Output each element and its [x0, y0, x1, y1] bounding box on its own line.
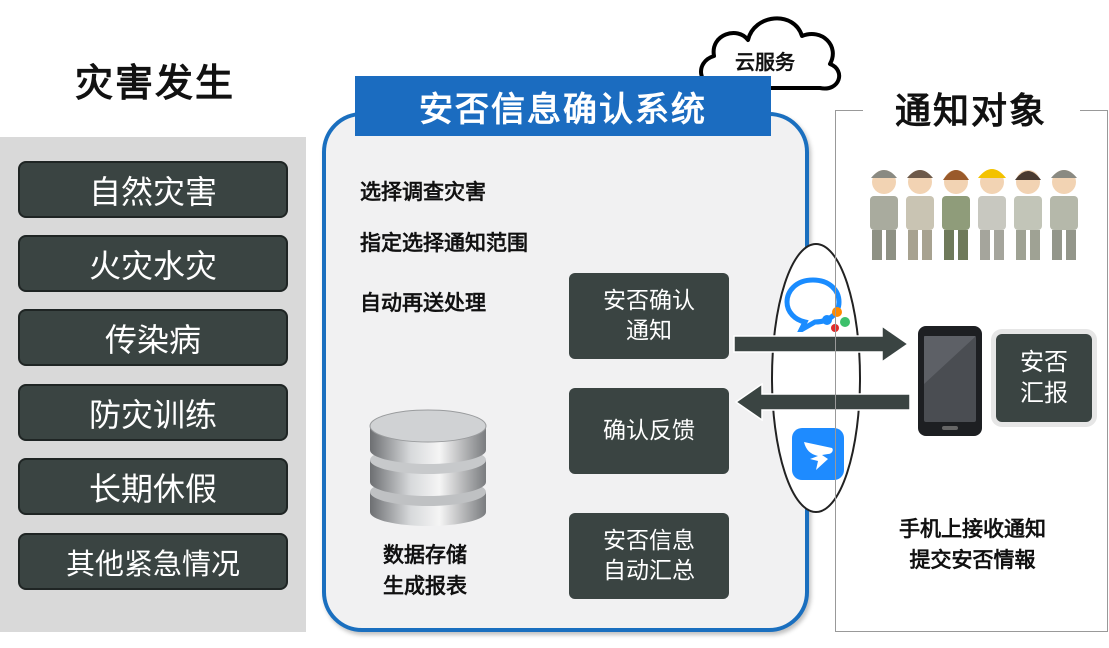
feature-auto-resend: 自动再送处理 [360, 291, 486, 315]
cloud-label: 云服务 [735, 50, 795, 74]
notify-frame [835, 110, 1108, 632]
flow-arrows [733, 324, 911, 422]
cloud-icon [699, 16, 842, 91]
notify-caption-line1: 手机上接收通知 [899, 517, 1046, 541]
report-box: 安否 汇报 [996, 334, 1092, 422]
dingtalk-icon [792, 428, 844, 480]
feature-select-disaster: 选择调查灾害 [360, 180, 486, 204]
notify-frame-top-left [835, 110, 863, 111]
notify-frame-top-right [1080, 110, 1108, 111]
notify-box-line1: 安否确认 [603, 288, 695, 314]
disaster-item-other: 其他紧急情况 [18, 533, 288, 590]
disaster-title: 灾害发生 [74, 61, 235, 105]
summary-box-line1: 安否信息 [603, 528, 695, 554]
disaster-item-fire-flood: 火灾水灾 [18, 235, 288, 292]
report-box-line2: 汇报 [1020, 379, 1068, 407]
db-caption-line1: 数据存储 [383, 543, 467, 567]
report-box-line1: 安否 [1020, 348, 1068, 376]
feedback-box: 确认反馈 [569, 388, 729, 474]
disaster-item-drill: 防灾训练 [18, 384, 288, 441]
notify-box: 安否确认 通知 [569, 273, 729, 359]
feedback-box-line1: 确认反馈 [603, 418, 695, 444]
smartphone-icon [918, 326, 982, 436]
feature-notify-range: 指定选择通知范围 [360, 231, 528, 255]
db-caption-line2: 生成报表 [383, 574, 467, 598]
database-icon [369, 409, 487, 526]
feedback-arrow [734, 382, 911, 422]
worker-figure [870, 170, 898, 260]
db-caption: 数据存储 生成报表 [360, 540, 490, 602]
notify-caption-line2: 提交安否情報 [909, 548, 1036, 572]
notify-arrow [733, 324, 910, 364]
disaster-item-epidemic: 传染病 [18, 309, 288, 366]
summary-box: 安否信息 自动汇总 [569, 513, 729, 599]
system-title: 安否信息确认系统 [355, 76, 771, 136]
workers-group-icon [870, 169, 1078, 260]
summary-box-line2: 自动汇总 [603, 558, 695, 584]
notify-title: 通知对象 [868, 82, 1074, 134]
disaster-item-natural: 自然灾害 [18, 161, 288, 218]
notify-box-line2: 通知 [626, 318, 672, 344]
chat-app-icon [784, 277, 850, 332]
disaster-item-leave: 长期休假 [18, 458, 288, 515]
notify-caption: 手机上接收通知 提交安否情報 [860, 514, 1085, 576]
disaster-panel: 自然灾害 火灾水灾 传染病 防灾训练 长期休假 其他紧急情况 [0, 137, 306, 632]
